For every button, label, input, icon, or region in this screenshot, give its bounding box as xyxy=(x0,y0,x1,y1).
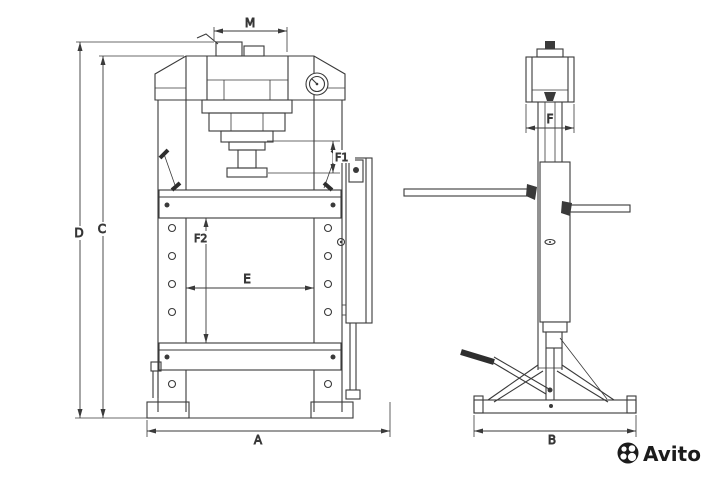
dimension-label-d: D xyxy=(74,226,83,240)
dimension-M: M xyxy=(213,16,288,52)
dimension-label-f: F xyxy=(547,112,554,126)
side-levers xyxy=(403,184,631,216)
release-valve-knob xyxy=(336,237,346,247)
dimension-label-m: M xyxy=(245,16,255,30)
cylinder-ram-assembly xyxy=(201,99,293,178)
dimension-F2: F2 xyxy=(192,218,216,343)
pressure-gauge xyxy=(305,72,329,96)
side-view-dimensions: F B xyxy=(473,104,637,447)
base-feet xyxy=(146,401,354,419)
avito-watermark: Avito xyxy=(617,442,701,466)
dimension-D: D xyxy=(72,41,214,419)
web-slot xyxy=(544,238,556,246)
side-view-press xyxy=(403,41,637,414)
dimension-F1: F1 xyxy=(267,140,355,174)
dimension-label-c: C xyxy=(98,222,106,236)
dimension-label-f1: F1 xyxy=(335,151,348,164)
left-lever-bar xyxy=(403,188,535,197)
top-nut xyxy=(545,41,555,49)
pump-rod-foot xyxy=(345,389,361,400)
bolster-hooks xyxy=(158,148,342,192)
base-plate xyxy=(473,399,637,414)
left-bracket xyxy=(150,361,162,398)
lower-crossbeam xyxy=(158,342,342,371)
column-holes xyxy=(167,223,333,389)
dimension-F: F xyxy=(525,104,575,133)
carry-handle xyxy=(196,33,219,45)
right-lever-bar xyxy=(565,204,631,213)
hydraulic-pump-top-unit xyxy=(196,33,265,57)
dimension-B: B xyxy=(473,415,637,447)
side-cylinder-box xyxy=(525,41,575,103)
pedal-pivot xyxy=(547,387,553,393)
dimension-C: C xyxy=(95,55,184,418)
dimension-label-b: B xyxy=(548,433,556,447)
side-table xyxy=(539,161,571,349)
watermark-brand-text: Avito xyxy=(643,442,701,466)
dimension-label-e: E xyxy=(243,272,251,286)
movable-bolster xyxy=(158,148,342,219)
left-lever-clamp xyxy=(526,184,537,200)
avito-dots-icon xyxy=(617,442,639,464)
lever-socket-pin xyxy=(353,167,359,173)
foot-pedal xyxy=(460,349,495,365)
side-base-structure xyxy=(460,337,637,414)
front-view-press xyxy=(146,33,373,419)
front-view-dimensions: M F1 F2 E A C xyxy=(72,16,391,447)
hand-pump-unit xyxy=(336,157,373,400)
right-lever-clamp xyxy=(561,201,572,216)
ram-tip xyxy=(544,92,556,101)
dimension-label-f2: F2 xyxy=(194,232,207,245)
dimension-E: E xyxy=(186,272,314,291)
dimension-A: A xyxy=(146,402,391,447)
dimension-label-a: A xyxy=(254,433,263,447)
